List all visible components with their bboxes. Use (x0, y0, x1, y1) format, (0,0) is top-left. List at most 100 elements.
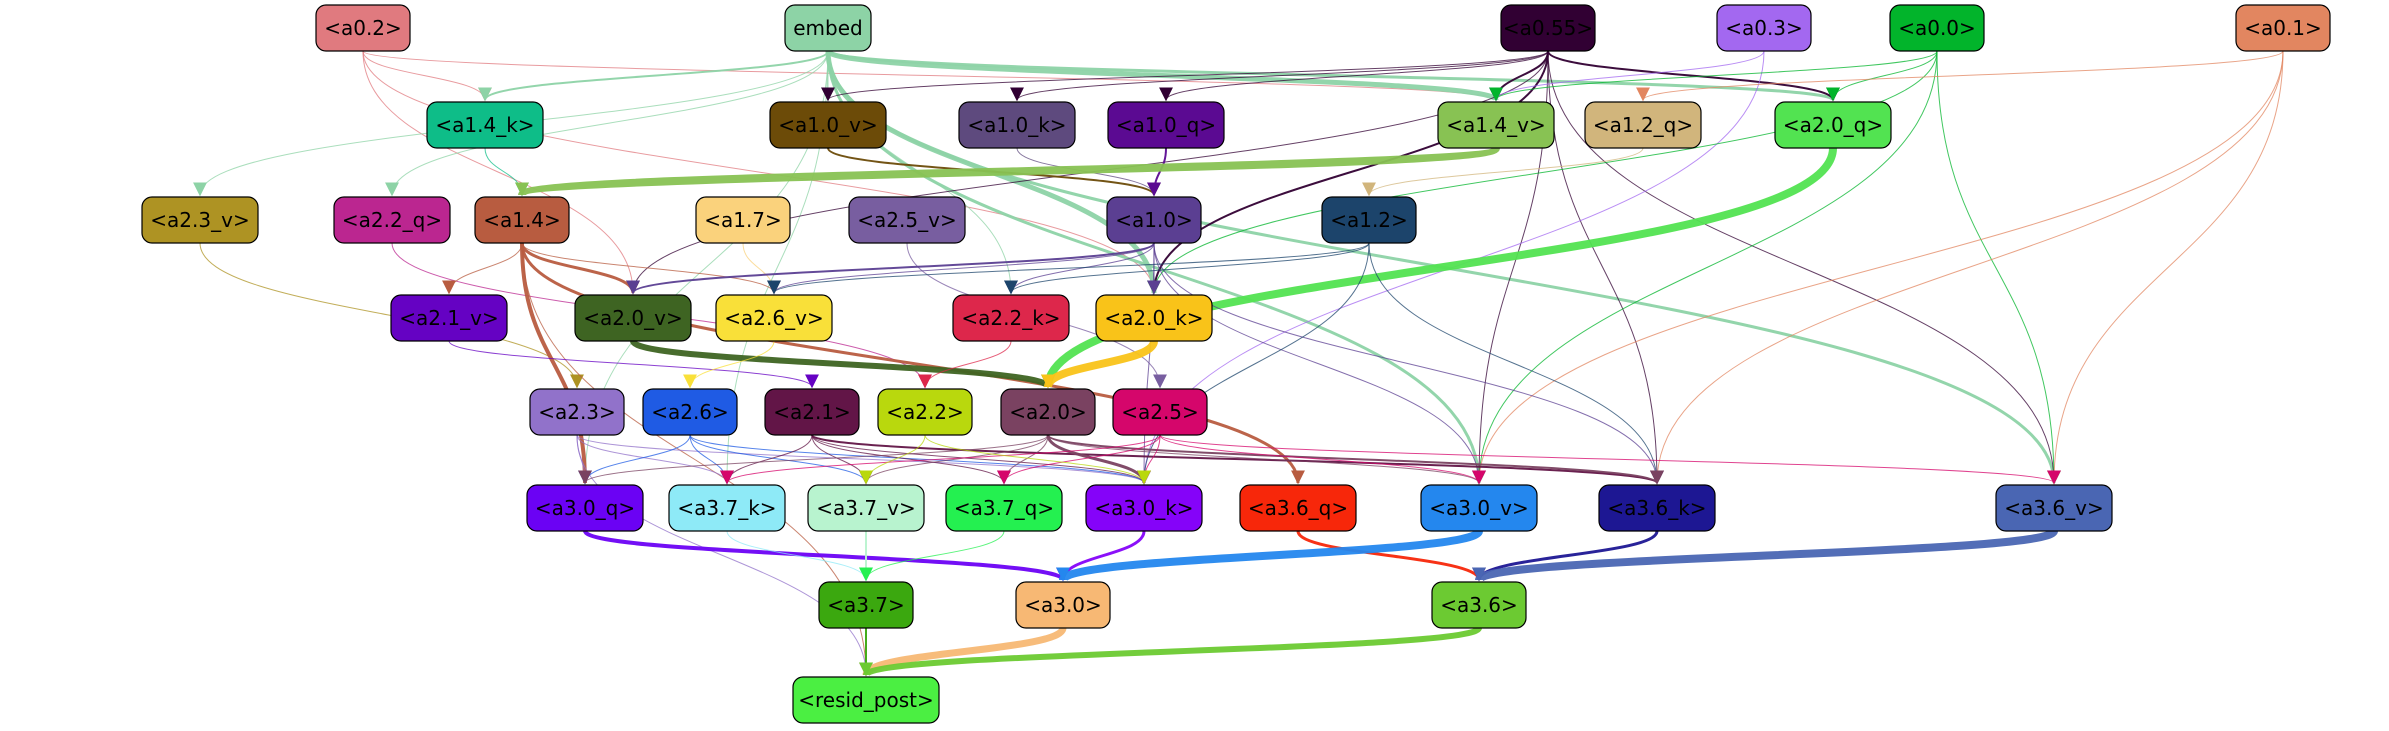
edge-a0_55-to-a2_0_k (1147, 50, 1549, 295)
node-a0_2[interactable]: <a0.2> (315, 4, 411, 52)
node-label-a2_5_v: <a2.5_v> (857, 208, 956, 232)
node-label-a2_0: <a2.0> (1009, 400, 1087, 424)
edge-a2_2-to-a3_0_k (924, 434, 1151, 485)
node-a3_0_k[interactable]: <a3.0_k> (1085, 484, 1203, 532)
edge-a0_3-to-a1_4_v (1489, 50, 1765, 102)
node-a3_0_q[interactable]: <a3.0_q> (526, 484, 644, 532)
edge-a0_0-to-a2_0_k (1147, 50, 1938, 295)
node-label-a3_7: <a3.7> (827, 593, 905, 617)
node-a2_2_k[interactable]: <a2.2_k> (952, 294, 1070, 342)
edge-a1_0-to-a3_0_v (1153, 242, 1486, 485)
node-a2_0_k[interactable]: <a2.0_k> (1095, 294, 1213, 342)
edge-a0_2-to-a1_4_k (362, 50, 492, 102)
node-label-a3_6_k: <a3.6_k> (1607, 496, 1706, 520)
node-label-a1_7: <a1.7> (704, 208, 782, 232)
node-label-a0_55: <a0.55> (1503, 16, 1593, 40)
node-a2_1_v[interactable]: <a2.1_v> (390, 294, 508, 342)
node-a3_0[interactable]: <a3.0> (1015, 581, 1111, 629)
node-box-a3_0 (1015, 581, 1111, 629)
node-a1_7[interactable]: <a1.7> (695, 196, 791, 244)
node-a1_0_q[interactable]: <a1.0_q> (1107, 101, 1225, 149)
edge-a0_55-to-a1_0_q (1159, 50, 1549, 102)
node-a3_7[interactable]: <a3.7> (818, 581, 914, 629)
node-label-a2_0_v: <a2.0_v> (583, 306, 682, 330)
node-box-a3_6_v (1995, 484, 2113, 532)
node-a1_0_v[interactable]: <a1.0_v> (769, 101, 887, 149)
edge-a2_3-to-a3_0_k (576, 434, 1151, 485)
node-a1_2[interactable]: <a1.2> (1321, 196, 1417, 244)
node-a0_0[interactable]: <a0.0> (1889, 4, 1985, 52)
edge-a0_1-to-a3_6_v (2047, 50, 2284, 485)
node-a3_7_k[interactable]: <a3.7_k> (668, 484, 786, 532)
edge-a1_4-to-a2_1_v (442, 242, 523, 295)
edge-a1_4_v-to-a1_4 (515, 144, 1500, 199)
node-a3_7_v[interactable]: <a3.7_v> (807, 484, 925, 532)
edge-a3_6_v-to-a3_6 (1472, 527, 2058, 584)
node-a2_6_v[interactable]: <a2.6_v> (715, 294, 833, 342)
edge-a1_0-to-a2_0_v (626, 242, 1155, 295)
node-label-a0_0: <a0.0> (1898, 16, 1976, 40)
edge-a1_0-to-a3_6_k (1153, 242, 1664, 485)
node-a2_3[interactable]: <a2.3> (529, 388, 625, 436)
node-a2_3_v[interactable]: <a2.3_v> (141, 196, 259, 244)
node-a1_0_k[interactable]: <a1.0_k> (958, 101, 1076, 149)
node-a1_2_q[interactable]: <a1.2_q> (1584, 101, 1702, 149)
node-a0_55[interactable]: <a0.55> (1500, 4, 1596, 52)
node-a2_1[interactable]: <a2.1> (764, 388, 860, 436)
node-box-a3_0_k (1085, 484, 1203, 532)
node-a2_2[interactable]: <a2.2> (877, 388, 973, 436)
node-label-a2_2_q: <a2.2_q> (342, 208, 442, 232)
node-a2_6[interactable]: <a2.6> (642, 388, 738, 436)
node-a2_5[interactable]: <a2.5> (1112, 388, 1208, 436)
node-a2_0_v[interactable]: <a2.0_v> (574, 294, 692, 342)
node-a3_0_v[interactable]: <a3.0_v> (1420, 484, 1538, 532)
node-box-a2_0_v (574, 294, 692, 342)
node-a1_0[interactable]: <a1.0> (1106, 196, 1202, 244)
node-a3_7_q[interactable]: <a3.7_q> (945, 484, 1063, 532)
edge-a0_0-to-a2_0_q (1826, 50, 1938, 102)
edge-a1_4_k-to-a1_4 (484, 147, 529, 197)
node-box-a0_55 (1500, 4, 1596, 52)
node-label-a0_1: <a0.1> (2244, 16, 2322, 40)
node-resid_post[interactable]: <resid_post> (792, 676, 940, 724)
edge-a1_2-to-a3_0_k (1137, 242, 1370, 485)
edge-a3_0_v-to-a3_0 (1056, 527, 1483, 584)
node-a1_4[interactable]: <a1.4> (474, 196, 570, 244)
node-box-a1_4_v (1437, 101, 1555, 149)
node-a1_4_k[interactable]: <a1.4_k> (426, 101, 544, 149)
node-box-a2_2_q (333, 196, 451, 244)
node-a3_6_q[interactable]: <a3.6_q> (1239, 484, 1357, 532)
node-a2_0[interactable]: <a2.0> (1000, 388, 1096, 436)
node-box-embed (784, 4, 872, 52)
edge-a2_5-to-a3_0_v (1159, 434, 1486, 485)
node-label-a1_4: <a1.4> (483, 208, 561, 232)
node-box-a0_3 (1716, 4, 1812, 52)
node-label-a0_3: <a0.3> (1725, 16, 1803, 40)
node-box-a1_0_q (1107, 101, 1225, 149)
node-a1_4_v[interactable]: <a1.4_v> (1437, 101, 1555, 149)
edge-a2_1-to-a3_7_k (720, 434, 813, 485)
node-embed[interactable]: embed (784, 4, 872, 52)
node-box-a2_1 (764, 388, 860, 436)
edge-a3_6-to-resid_post (859, 625, 1482, 678)
node-box-a0_0 (1889, 4, 1985, 52)
edge-a2_6-to-a3_7_v (689, 434, 873, 485)
edge-a1_4-to-a3_6_q (520, 242, 1305, 485)
edge-a1_2_q-to-a1_2 (1362, 147, 1644, 197)
node-label-a1_2_q: <a1.2_q> (1593, 113, 1693, 137)
node-label-a2_6_v: <a2.6_v> (724, 306, 823, 330)
node-a2_2_q[interactable]: <a2.2_q> (333, 196, 451, 244)
node-a3_6_k[interactable]: <a3.6_k> (1598, 484, 1716, 532)
node-box-a1_0_v (769, 101, 887, 149)
edge-a1_2-to-a2_6_v (767, 242, 1370, 295)
node-box-a1_7 (695, 196, 791, 244)
node-box-a3_6_k (1598, 484, 1716, 532)
node-a0_3[interactable]: <a0.3> (1716, 4, 1812, 52)
node-a2_0_q[interactable]: <a2.0_q> (1774, 101, 1892, 149)
node-a3_6_v[interactable]: <a3.6_v> (1995, 484, 2113, 532)
node-a0_1[interactable]: <a0.1> (2235, 4, 2331, 52)
node-box-a1_2_q (1584, 101, 1702, 149)
edge-a2_5-to-a3_6_v (1159, 434, 2061, 485)
node-a3_6[interactable]: <a3.6> (1431, 581, 1527, 629)
node-a2_5_v[interactable]: <a2.5_v> (848, 196, 966, 244)
